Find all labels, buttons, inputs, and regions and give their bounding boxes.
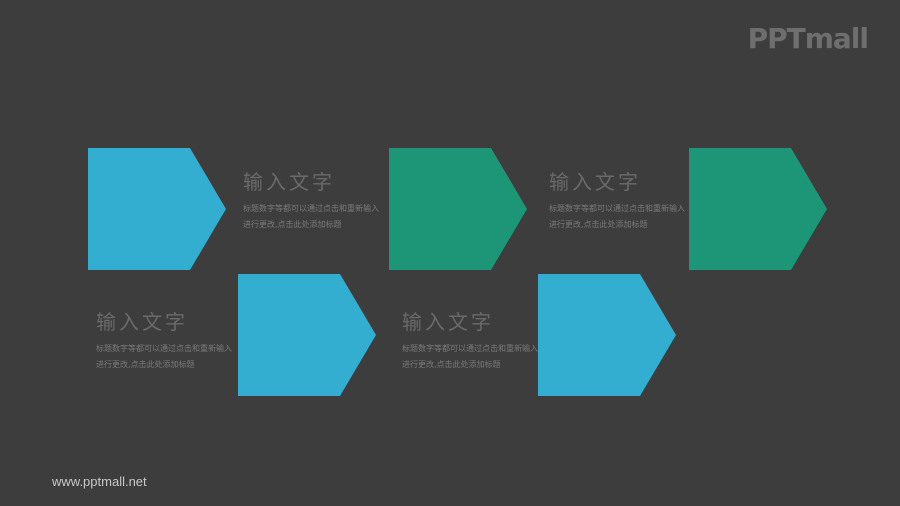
footer-url[interactable]: www.pptmall.net xyxy=(52,474,147,489)
text-block-1: 输入文字 标题数字等都可以通过点击和重新输入进行更改,点击此处添加标题 xyxy=(243,166,393,233)
text-block-4: 输入文字 标题数字等都可以通过点击和重新输入进行更改,点击此处添加标题 xyxy=(402,306,552,373)
item-description: 标题数字等都可以通过点击和重新输入进行更改,点击此处添加标题 xyxy=(243,204,379,229)
logo: PPTmall xyxy=(747,22,869,55)
item-description: 标题数字等都可以通过点击和重新输入进行更改,点击此处添加标题 xyxy=(402,344,538,369)
arrow-shape-3 xyxy=(689,148,827,270)
arrow-shape-2 xyxy=(389,148,527,270)
item-title: 输入文字 xyxy=(243,170,335,194)
arrow-shape-1 xyxy=(88,148,226,270)
item-title: 输入文字 xyxy=(549,170,641,194)
arrow-shape-4 xyxy=(238,274,376,396)
item-description: 标题数字等都可以通过点击和重新输入进行更改,点击此处添加标题 xyxy=(549,204,685,229)
item-description: 标题数字等都可以通过点击和重新输入进行更改,点击此处添加标题 xyxy=(96,344,232,369)
item-title: 输入文字 xyxy=(96,310,188,334)
arrow-shape-5 xyxy=(538,274,676,396)
text-block-3: 输入文字 标题数字等都可以通过点击和重新输入进行更改,点击此处添加标题 xyxy=(96,306,246,373)
text-block-2: 输入文字 标题数字等都可以通过点击和重新输入进行更改,点击此处添加标题 xyxy=(549,166,699,233)
item-title: 输入文字 xyxy=(402,310,494,334)
